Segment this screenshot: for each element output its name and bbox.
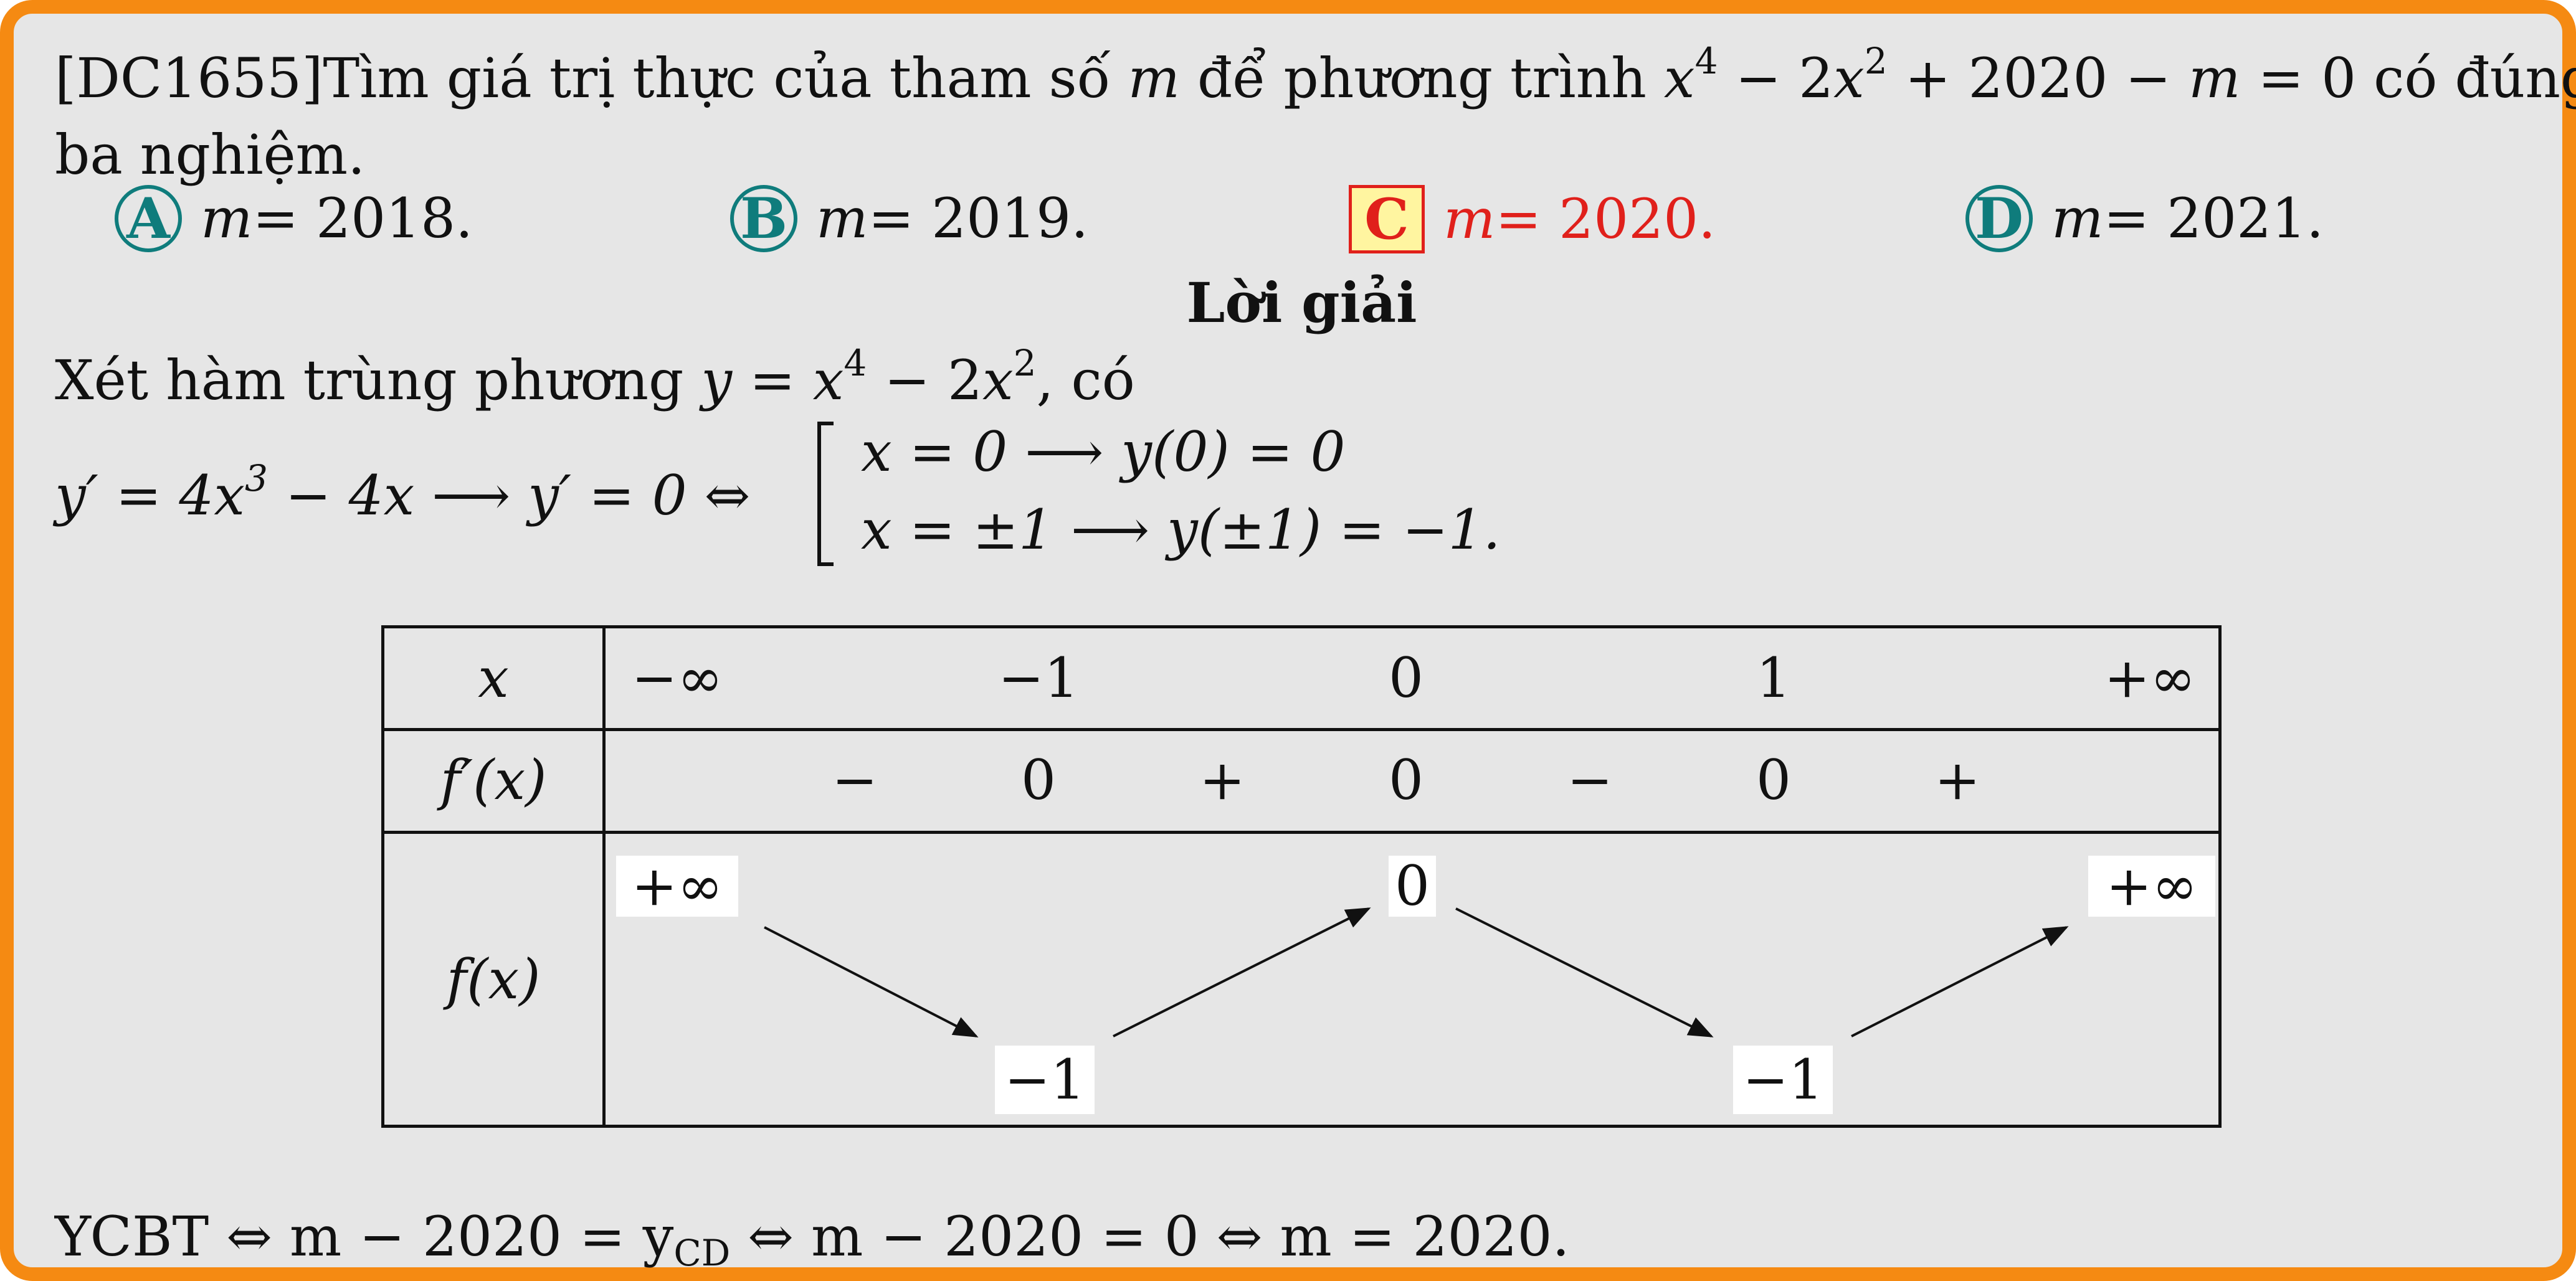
eq-mid: − 2	[1718, 46, 1834, 110]
sol-minus: − 2	[867, 348, 982, 412]
solution-title: Lời giải	[1186, 270, 1417, 335]
option-b-var: m	[816, 186, 868, 250]
f-value-min-left: −1	[995, 1046, 1095, 1114]
row-label-fprime: f′(x)	[440, 748, 547, 812]
f-value-min-right: −1	[1733, 1046, 1833, 1114]
var-m: m	[1128, 46, 1180, 110]
sol-x2: x	[982, 348, 1014, 412]
derivative-zero: 0	[1756, 748, 1791, 812]
deriv-rhs: − 4x ⟶ y′ = 0 ⇔	[267, 463, 751, 527]
eq-tail: + 2020 −	[1887, 46, 2189, 110]
sol-exp2: 2	[1013, 342, 1037, 384]
sol-exp4: 4	[844, 342, 867, 384]
option-b-circle: B	[730, 185, 797, 252]
derivative-line: y′ = 4x3 − 4x ⟶ y′ = 0 ⇔	[55, 460, 750, 523]
f-value-max: 0	[1389, 856, 1436, 917]
derivative-zero: 0	[1389, 748, 1423, 812]
problem-text: Tìm giá trị thực của tham số	[323, 46, 1128, 110]
sol-text: Xét hàm trùng phương	[55, 348, 701, 412]
sol-y: y	[701, 348, 733, 412]
problem-text-mid: để phương trình	[1179, 46, 1664, 110]
eq-exp2: 2	[1864, 40, 1888, 82]
f-value-plus-infinity-right: +∞	[2088, 856, 2215, 917]
conclusion-line: YCBT ⇔ m − 2020 = yCD ⇔ m − 2020 = 0 ⇔ m…	[55, 1209, 1569, 1272]
arrow-down-2	[1455, 907, 1714, 1038]
option-d-var: m	[2051, 186, 2104, 250]
sol-x: x	[812, 348, 844, 412]
sol-end: , có	[1036, 348, 1135, 412]
sol-eq: =	[732, 348, 813, 412]
derivative-sign: +	[1199, 748, 1245, 812]
option-b-value: = 2019.	[868, 186, 1089, 250]
x-value: 0	[1389, 646, 1423, 710]
eq-x: x	[1663, 46, 1695, 110]
case-1: x = 0 ⟶ y(0) = 0	[861, 420, 1346, 484]
x-value: +∞	[2104, 646, 2196, 710]
x-value: −∞	[631, 646, 723, 710]
derivative-sign: −	[832, 748, 878, 812]
arrow-down-1	[764, 926, 979, 1038]
eq-x2: x	[1833, 46, 1865, 110]
derivative-sign: −	[1567, 748, 1613, 812]
variation-arrows	[764, 907, 2069, 1038]
problem-line-2: ba nghiệm.	[55, 123, 366, 187]
eq-m: m	[2189, 46, 2241, 110]
problem-code: [DC1655]	[55, 46, 323, 110]
variation-table: x f′(x) f(x) −∞ −1 0 1 +∞ − 0 + 0 − 0 + …	[381, 625, 2222, 1128]
arrow-up-1	[1113, 907, 1371, 1038]
case-2: x = ±1 ⟶ y(±1) = −1.	[861, 498, 1501, 562]
option-a-circle: A	[115, 185, 182, 252]
x-value: −1	[998, 646, 1079, 710]
row-label-f: f(x)	[446, 947, 541, 1011]
eq-end: = 0 có đúng	[2240, 46, 2576, 110]
row-label-x: x	[478, 646, 509, 710]
derivative-zero: 0	[1021, 748, 1056, 812]
case-bracket	[817, 422, 834, 566]
option-c-value: = 2020.	[1495, 187, 1716, 251]
solution-line-1: Xét hàm trùng phương y = x4 − 2x2, có	[55, 345, 1135, 408]
f-value-plus-infinity-left: +∞	[616, 856, 738, 917]
derivative-sign: +	[1934, 748, 1980, 812]
deriv-lhs: y′ = 4x	[55, 463, 245, 527]
eq-exp4: 4	[1694, 40, 1718, 82]
x-value: 1	[1756, 646, 1791, 710]
option-c-box: C	[1349, 185, 1425, 253]
table-divider-2	[384, 831, 2218, 834]
option-a-var: m	[201, 186, 253, 250]
option-a-value: = 2018.	[252, 186, 473, 250]
table-divider-1	[384, 728, 2218, 731]
option-d-value: = 2021.	[2103, 186, 2324, 250]
problem-line-1: [DC1655]Tìm giá trị thực của tham số m đ…	[55, 43, 2576, 106]
conclusion-part-a: YCBT ⇔ m − 2020 = y	[55, 1204, 674, 1269]
option-c-var: m	[1443, 187, 1496, 251]
conclusion-subscript: CD	[673, 1232, 731, 1274]
table-divider-vertical	[602, 628, 606, 1125]
arrow-up-2	[1851, 926, 2069, 1038]
conclusion-part-b: ⇔ m − 2020 = 0 ⇔ m = 2020.	[730, 1204, 1570, 1269]
option-d-circle: D	[1965, 185, 2033, 252]
deriv-exp3: 3	[245, 457, 268, 499]
